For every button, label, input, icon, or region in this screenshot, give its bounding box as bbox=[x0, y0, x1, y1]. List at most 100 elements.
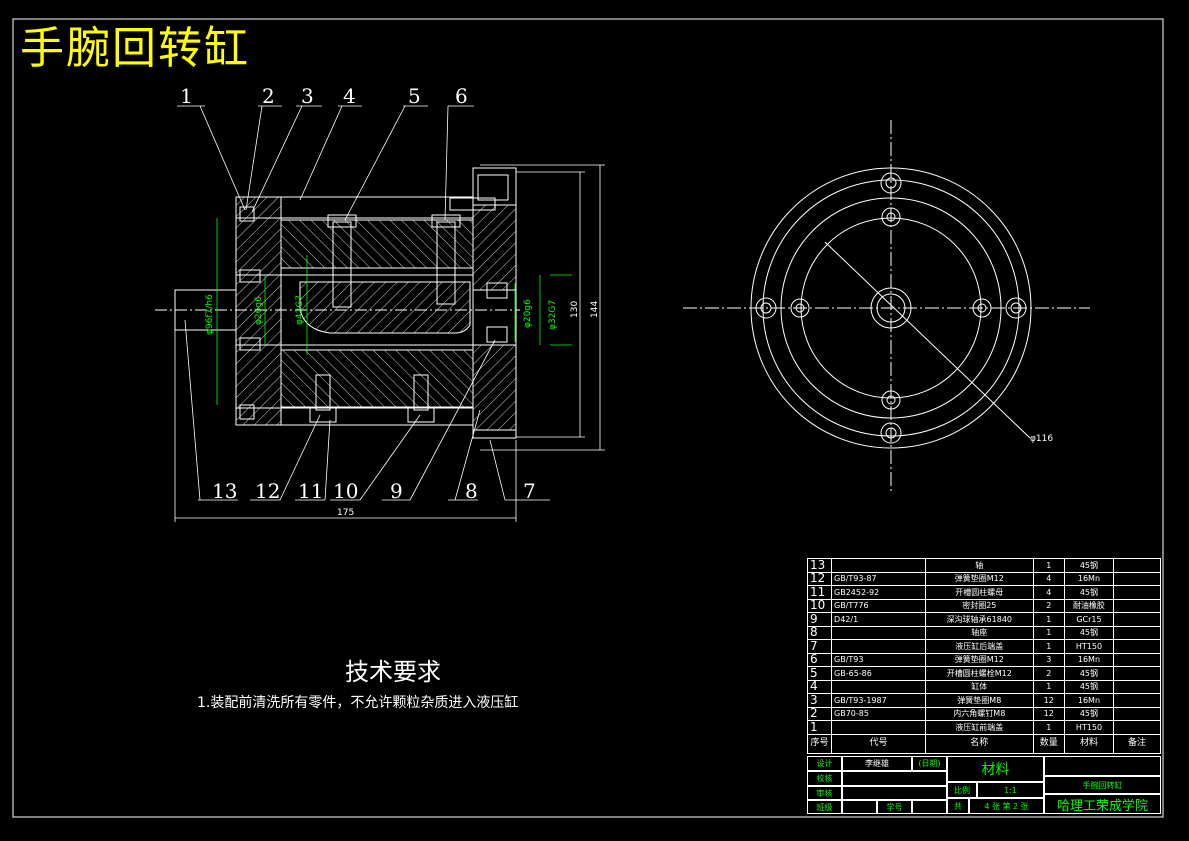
dimension-lines-white bbox=[174, 164, 605, 522]
callout-4: 4 bbox=[343, 84, 356, 108]
bom-cell-rem bbox=[1112, 639, 1162, 654]
dim-175: 175 bbox=[337, 508, 354, 518]
bom-cell-code: GB-65-86 bbox=[831, 666, 927, 681]
bom-cell-name: 缸体 bbox=[925, 679, 1034, 694]
bom-cell-name: 密封圈25 bbox=[925, 598, 1034, 613]
callout-5: 5 bbox=[408, 84, 421, 108]
tb-part-name: 手腕回转缸 bbox=[1044, 776, 1161, 794]
bom-cell-name: 轴 bbox=[925, 558, 1034, 573]
bom-cell-name: 弹簧垫圈M8 bbox=[925, 693, 1034, 708]
dim-d42: φ42G7 bbox=[295, 295, 305, 325]
bom-cell-code bbox=[831, 558, 927, 573]
bom-cell-qty: 12 bbox=[1032, 706, 1065, 721]
bom-cell-code bbox=[831, 720, 927, 735]
bom-header-code: 代号 bbox=[831, 733, 927, 754]
tb-material: 材料 bbox=[947, 756, 1044, 782]
tb-designer: 李继雄 bbox=[842, 756, 912, 771]
bom-cell-no: 7 bbox=[806, 639, 833, 654]
bom-cell-rem bbox=[1112, 598, 1162, 613]
bom-cell-no: 9 bbox=[806, 612, 833, 627]
bom-cell-no: 1 bbox=[806, 720, 833, 735]
bom-cell-mat: 45钢 bbox=[1063, 625, 1114, 640]
callout-10: 10 bbox=[333, 479, 358, 503]
bom-cell-qty: 4 bbox=[1032, 585, 1065, 600]
bom-cell-qty: 1 bbox=[1032, 612, 1065, 627]
bom-cell-qty: 3 bbox=[1032, 652, 1065, 667]
bom-cell-mat: 45钢 bbox=[1063, 706, 1114, 721]
tb-blank bbox=[1044, 756, 1161, 776]
tb-school: 哈理工荣成学院 bbox=[1044, 794, 1161, 814]
bom-cell-name: 开槽圆柱螺母 bbox=[925, 585, 1034, 600]
end-view bbox=[683, 120, 1090, 492]
tb-design-label: 设计 bbox=[807, 756, 842, 771]
callout-9: 9 bbox=[390, 479, 403, 503]
dimension-texts: φ96f7/h6 φ26g6 φ42G7 φ20g6 φ32G7 130 144… bbox=[205, 294, 1053, 518]
bom-cell-code: GB70-85 bbox=[831, 706, 927, 721]
drawing-title: 手腕回转缸 bbox=[20, 23, 250, 74]
tb-student-no-label: 学号 bbox=[877, 800, 912, 814]
bom-cell-name: 开槽圆柱螺栓M12 bbox=[925, 666, 1034, 681]
tb-sheet-label: 共 bbox=[947, 798, 969, 814]
tb-scale-label: 比例 bbox=[947, 782, 977, 798]
bom-cell-code: GB/T93-1987 bbox=[831, 693, 927, 708]
bom-cell-mat: GCr15 bbox=[1063, 612, 1114, 627]
tb-date: (日期) bbox=[912, 756, 947, 771]
dimension-lines bbox=[216, 218, 572, 405]
bom-cell-name: 液压缸后端盖 bbox=[925, 639, 1034, 654]
bom-cell-code: GB2452-92 bbox=[831, 585, 927, 600]
callout-8: 8 bbox=[465, 479, 478, 503]
bom-cell-qty: 2 bbox=[1032, 666, 1065, 681]
bom-cell-no: 11 bbox=[806, 585, 833, 600]
bom-cell-mat: 16Mn bbox=[1063, 571, 1114, 586]
bom-cell-mat: 耐油橡胶 bbox=[1063, 598, 1114, 613]
bom-cell-qty: 1 bbox=[1032, 720, 1065, 735]
bom-header-no: 序号 bbox=[806, 733, 833, 754]
dim-116: φ116 bbox=[1030, 434, 1053, 444]
bom-header-qty: 数量 bbox=[1032, 733, 1065, 754]
bom-cell-no: 4 bbox=[806, 679, 833, 694]
bom-cell-qty: 1 bbox=[1032, 679, 1065, 694]
bom-cell-qty: 4 bbox=[1032, 571, 1065, 586]
bom-cell-rem bbox=[1112, 666, 1162, 681]
bom-cell-rem bbox=[1112, 706, 1162, 721]
bom-cell-no: 3 bbox=[806, 693, 833, 708]
bom-header-name: 名称 bbox=[925, 733, 1034, 754]
tb-check-value bbox=[842, 771, 947, 786]
bom-cell-code bbox=[831, 625, 927, 640]
bom-cell-mat: 45钢 bbox=[1063, 558, 1114, 573]
section-view bbox=[155, 167, 520, 439]
dim-130: 130 bbox=[570, 301, 580, 318]
bom-cell-code: D42/1 bbox=[831, 612, 927, 627]
bom-header-rem: 备注 bbox=[1112, 733, 1162, 754]
bom-cell-code bbox=[831, 679, 927, 694]
tb-class-value bbox=[842, 800, 877, 814]
bom-cell-qty: 12 bbox=[1032, 693, 1065, 708]
tb-check-label: 校核 bbox=[807, 771, 842, 786]
dim-d32: φ32G7 bbox=[548, 300, 558, 330]
callout-7: 7 bbox=[523, 479, 536, 503]
callout-1: 1 bbox=[180, 84, 193, 108]
bom-cell-mat: HT150 bbox=[1063, 720, 1114, 735]
tech-requirements-note: 1.装配前清洗所有零件，不允许颗粒杂质进入液压缸 bbox=[197, 695, 519, 711]
bom-cell-rem bbox=[1112, 693, 1162, 708]
bom-cell-qty: 1 bbox=[1032, 558, 1065, 573]
callout-12: 12 bbox=[255, 479, 280, 503]
bom-cell-mat: 16Mn bbox=[1063, 652, 1114, 667]
bom-cell-mat: HT150 bbox=[1063, 639, 1114, 654]
bom-cell-no: 12 bbox=[806, 571, 833, 586]
tb-scale-value: 1:1 bbox=[977, 782, 1044, 798]
callout-13: 13 bbox=[212, 479, 237, 503]
bom-cell-no: 10 bbox=[806, 598, 833, 613]
dim-144: 144 bbox=[590, 301, 600, 318]
